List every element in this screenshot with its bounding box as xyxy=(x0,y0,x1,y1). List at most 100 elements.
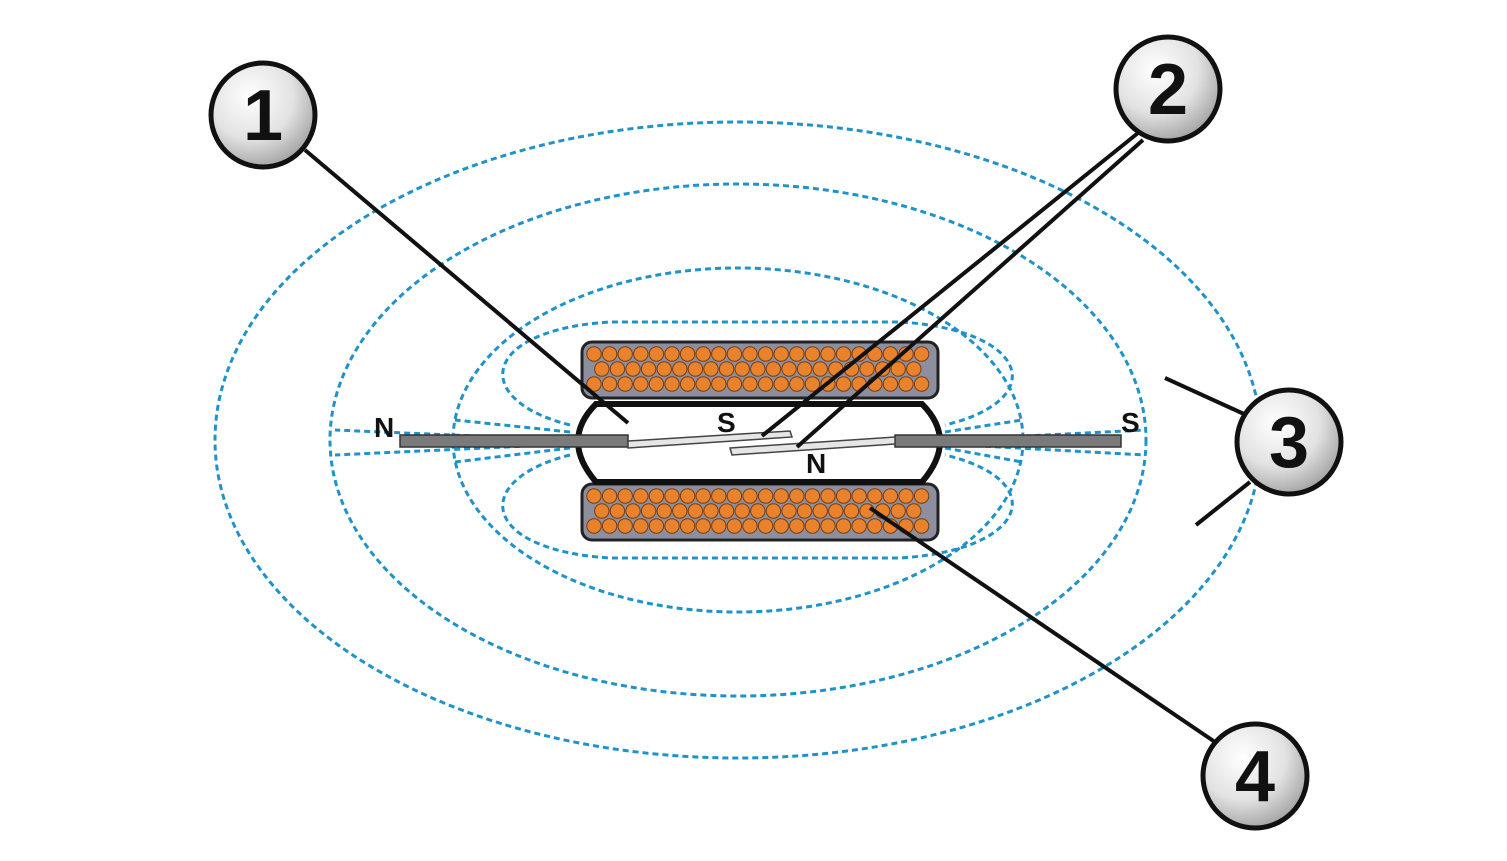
coil-wire-turn xyxy=(679,518,696,534)
leader-line-3a xyxy=(1164,376,1245,416)
coil-wire-turn xyxy=(742,518,758,534)
coil-wire-turn xyxy=(781,503,797,519)
coil-wire-turn xyxy=(640,503,657,519)
coil-wire-turn xyxy=(898,346,914,362)
coil-wire-turn xyxy=(859,361,875,377)
coil-wire-turn xyxy=(750,361,766,377)
coil-wire-turn xyxy=(695,518,711,534)
leader-line-1 xyxy=(303,148,630,425)
coil-wire-turn xyxy=(726,518,743,534)
field-line-inner-1 xyxy=(501,320,1014,427)
coil-wire-turn xyxy=(601,488,618,504)
coil-wire-turn xyxy=(679,488,696,504)
coil-wire-turn xyxy=(835,488,852,504)
coil-wire-turn xyxy=(773,346,789,362)
coil-wire-turn xyxy=(890,361,906,377)
callout-badge-2-label: 2 xyxy=(1148,50,1188,130)
pole-label-reed-right: N xyxy=(806,448,826,479)
coil-wire-turn xyxy=(742,346,758,362)
coil-wire-turn xyxy=(648,346,665,362)
coil-wire-turn xyxy=(687,503,704,519)
coil-wire-turn xyxy=(703,503,719,519)
coil-wire-turn xyxy=(672,503,688,519)
coil-wire-turn xyxy=(633,376,649,392)
leader-line-2b xyxy=(795,138,1145,449)
coil-wire-turn xyxy=(695,376,711,392)
coil-wire-turn xyxy=(835,376,852,392)
coil-wire-turn xyxy=(734,361,750,377)
coil-wire-turn xyxy=(726,376,743,392)
coil-wire-turn xyxy=(586,376,602,392)
coil-wire-turn xyxy=(757,518,774,534)
coil-wire-turn xyxy=(648,488,665,504)
coil-wire-turn xyxy=(679,346,696,362)
coil-wire-turn xyxy=(757,488,774,504)
coil-wire-turn xyxy=(625,361,641,377)
coil-wire-turn xyxy=(913,376,930,392)
coil-wire-turn xyxy=(586,488,602,504)
coil-wire-turn xyxy=(913,518,930,534)
coil-wire-turn xyxy=(835,518,852,534)
coil-wire-turn xyxy=(812,503,828,519)
coil-wire-turn xyxy=(789,376,805,392)
coil-wire-turn xyxy=(851,518,867,534)
coil-wire-turn xyxy=(625,503,641,519)
coil-wire-turn xyxy=(820,518,836,534)
coil-wire-turn xyxy=(687,361,704,377)
coil-wire-turn xyxy=(640,361,657,377)
coil-wire-turn xyxy=(718,361,735,377)
coil-winding-top xyxy=(580,340,940,400)
coil-wire-turn xyxy=(750,503,766,519)
coil-wire-turn xyxy=(898,488,914,504)
coil-wire-turn xyxy=(711,488,727,504)
coil-wire-turn xyxy=(711,376,727,392)
coil-wire-turn xyxy=(648,376,665,392)
coil-wire-turn xyxy=(867,488,883,504)
coil-wire-turn xyxy=(742,488,758,504)
coil-wire-turn xyxy=(617,376,633,392)
coil-wire-turn xyxy=(828,503,844,519)
coil-wire-turn xyxy=(664,518,680,534)
coil-wire-turn xyxy=(586,346,602,362)
coil-wire-turn xyxy=(601,376,618,392)
coil-wire-turn xyxy=(586,518,602,534)
coil-winding-bottom xyxy=(580,482,940,542)
coil-wire-turn xyxy=(820,488,836,504)
coil-bottom-wire-turns xyxy=(586,488,930,534)
lead-wire-left xyxy=(399,434,629,448)
coil-wire-turn xyxy=(695,488,711,504)
glass-capsule xyxy=(575,401,943,485)
coil-wire-turn xyxy=(633,518,649,534)
coil-wire-turn xyxy=(609,361,626,377)
coil-wire-turn xyxy=(781,361,797,377)
callout-badge-3-label: 3 xyxy=(1269,403,1309,483)
coil-wire-turn xyxy=(906,503,922,519)
coil-wire-turn xyxy=(703,361,719,377)
callout-badge-2: 2 xyxy=(1113,34,1223,144)
coil-wire-turn xyxy=(804,376,821,392)
coil-wire-turn xyxy=(718,503,735,519)
coil-wire-turn xyxy=(835,346,852,362)
leader-line-2a xyxy=(760,131,1140,438)
coil-wire-turn xyxy=(812,361,828,377)
reed-contact-left xyxy=(627,430,794,449)
coil-wire-turn xyxy=(664,376,680,392)
coil-wire-turn xyxy=(633,346,649,362)
coil-wire-turn xyxy=(796,361,813,377)
coil-wire-turn xyxy=(711,346,727,362)
coil-wire-turn xyxy=(757,376,774,392)
lead-wire-right xyxy=(894,434,1122,448)
coil-wire-turn xyxy=(695,346,711,362)
coil-wire-turn xyxy=(773,376,789,392)
pole-label-left-lead: N xyxy=(374,412,394,443)
coil-wire-turn xyxy=(765,503,782,519)
coil-wire-turn xyxy=(867,518,883,534)
pole-label-reed-left: S xyxy=(717,407,736,438)
coil-wire-turn xyxy=(804,488,821,504)
callout-badge-1: 1 xyxy=(208,60,318,170)
coil-wire-turn xyxy=(609,503,626,519)
coil-wire-turn xyxy=(898,376,914,392)
coil-wire-turn xyxy=(734,503,750,519)
coil-wire-turn xyxy=(742,376,758,392)
